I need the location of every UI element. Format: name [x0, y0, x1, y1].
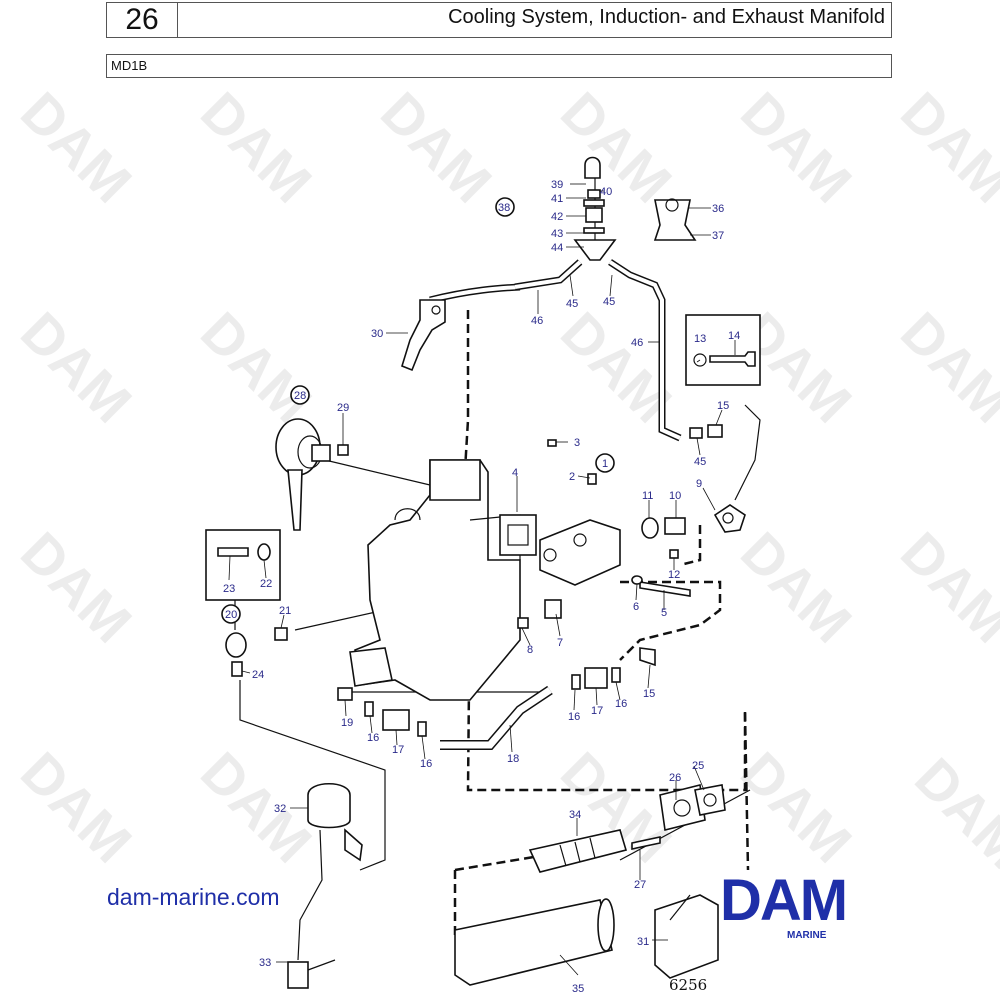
callout-7: 7	[557, 637, 563, 649]
dam-marine-logo: DAM MARINE	[720, 868, 848, 941]
callout-29: 29	[337, 402, 349, 414]
callout-38: 38	[498, 202, 510, 214]
callout-circles	[221, 197, 615, 624]
logo-subtext: MARINE	[787, 930, 827, 941]
svg-text:DAM: DAM	[549, 80, 684, 215]
model-label: MD1B	[106, 54, 892, 78]
figure-number: 6256	[669, 976, 708, 994]
callout-6: 6	[633, 601, 639, 613]
callout-32: 32	[274, 803, 286, 815]
callout-17b: 17	[591, 705, 603, 717]
svg-text:DAM: DAM	[9, 300, 144, 435]
section-number: 26	[107, 3, 178, 37]
top-fittings	[573, 156, 697, 261]
callout-13: 13	[694, 333, 706, 345]
callout-21: 21	[279, 605, 291, 617]
svg-text:DAM: DAM	[189, 300, 324, 435]
callout-14: 14	[728, 330, 740, 342]
callout-16c: 16	[568, 711, 580, 723]
callout-28: 28	[294, 390, 306, 402]
callout-33: 33	[259, 957, 271, 969]
callout-45c: 45	[694, 456, 706, 468]
callout-36: 36	[712, 203, 724, 215]
callout-24: 24	[252, 669, 264, 681]
svg-text:DAM: DAM	[9, 740, 144, 875]
callout-46a: 46	[531, 315, 543, 327]
callout-16b: 16	[420, 758, 432, 770]
svg-text:DAM: DAM	[9, 520, 144, 655]
svg-text:DAM: DAM	[889, 520, 1000, 655]
callout-27: 27	[634, 879, 646, 891]
callout-17a: 17	[392, 744, 404, 756]
hoses	[429, 259, 682, 750]
heat-exchanger	[539, 439, 621, 586]
svg-text:DAM: DAM	[189, 80, 324, 215]
callout-25: 25	[692, 760, 704, 772]
callout-labels: 1 2 3 4 5 6 7 8 9 10 11 12 13 14 15 15 1…	[223, 179, 740, 995]
page-title: Cooling System, Induction- and Exhaust M…	[448, 6, 885, 28]
svg-text:DAM: DAM	[903, 746, 1000, 881]
leader-lines	[228, 183, 736, 976]
callout-23: 23	[223, 583, 235, 595]
svg-text:DAM: DAM	[369, 80, 504, 215]
callout-19: 19	[341, 717, 353, 729]
callout-4: 4	[512, 467, 518, 479]
callout-11: 11	[642, 490, 653, 502]
exhaust-parts	[454, 784, 726, 986]
detail-box-13-14	[685, 314, 761, 386]
callout-45b: 45	[603, 296, 615, 308]
website-link[interactable]: dam-marine.com	[107, 884, 280, 910]
callout-8: 8	[527, 644, 533, 656]
engine-block	[349, 459, 537, 701]
callout-46b: 46	[631, 337, 643, 349]
callout-18: 18	[507, 753, 519, 765]
callout-41: 41	[551, 193, 563, 205]
callout-31: 31	[637, 936, 649, 948]
detail-box-22-23	[205, 529, 281, 601]
callout-16d: 16	[615, 698, 627, 710]
filter-assembly	[287, 783, 363, 989]
callout-20: 20	[225, 609, 237, 621]
callout-26: 26	[669, 772, 681, 784]
callout-40: 40	[600, 186, 612, 198]
callout-3: 3	[574, 437, 580, 449]
lower-fittings	[225, 599, 621, 737]
callout-9: 9	[696, 478, 702, 490]
callout-44: 44	[551, 242, 563, 254]
svg-text:DAM: DAM	[729, 520, 864, 655]
svg-text:DAM: DAM	[9, 80, 144, 215]
callout-30: 30	[371, 328, 383, 340]
page-header: 26 Cooling System, Induction- and Exhaus…	[106, 2, 892, 38]
svg-text:DAM: DAM	[729, 740, 864, 875]
callout-2: 2	[569, 471, 575, 483]
callout-22: 22	[260, 578, 272, 590]
water-pump	[275, 418, 349, 531]
svg-text:DAM: DAM	[889, 80, 1000, 215]
callout-34: 34	[569, 809, 581, 821]
callout-10: 10	[669, 490, 681, 502]
callout-16a: 16	[367, 732, 379, 744]
svg-text:DAM: DAM	[729, 80, 864, 215]
callout-1: 1	[602, 458, 608, 470]
svg-text:DAM: DAM	[189, 740, 324, 875]
right-fittings	[631, 424, 746, 667]
callout-15b: 15	[643, 688, 655, 700]
callout-35: 35	[572, 983, 584, 995]
thermostat-housing	[401, 299, 446, 372]
logo-text: DAM	[720, 868, 846, 933]
callout-15a: 15	[717, 400, 729, 412]
callout-12: 12	[668, 569, 680, 581]
callout-5: 5	[661, 607, 667, 619]
callout-42: 42	[551, 211, 563, 223]
callout-45a: 45	[566, 298, 578, 310]
callout-43: 43	[551, 228, 563, 240]
callout-37: 37	[712, 230, 724, 242]
svg-text:DAM: DAM	[889, 300, 1000, 435]
callout-39: 39	[551, 179, 563, 191]
